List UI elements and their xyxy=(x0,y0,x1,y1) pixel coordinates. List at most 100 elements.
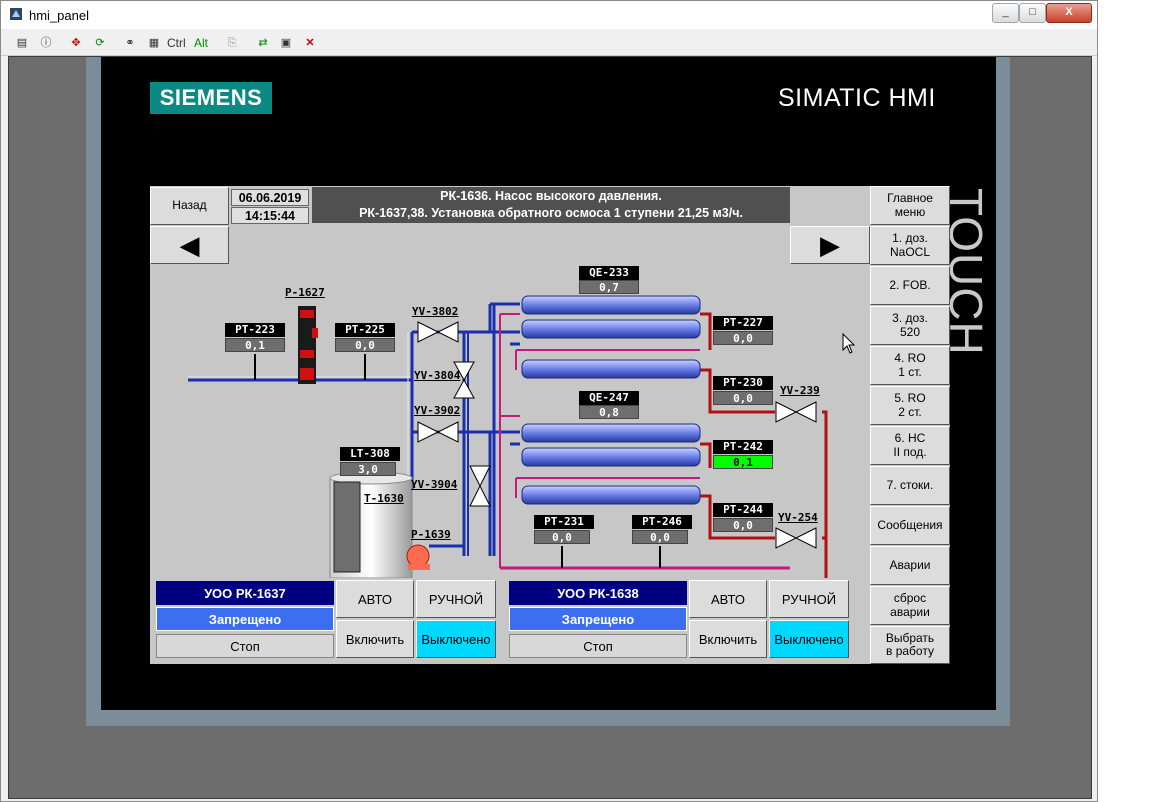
header-line-2: РК-1637,38. Установка обратного осмоса 1… xyxy=(359,206,743,220)
yv254-label: YV-254 xyxy=(778,511,818,524)
unit-1638-state: Запрещено xyxy=(509,607,687,631)
valve-yv239[interactable] xyxy=(775,401,817,423)
pt246-value: 0,0 xyxy=(632,530,688,544)
mouse-cursor-icon xyxy=(842,333,856,354)
prev-screen-button[interactable]: ◀ xyxy=(150,226,229,264)
unit-1637-auto-button[interactable]: АВТО xyxy=(336,580,414,618)
unit-1638-off-button[interactable]: Выключено xyxy=(769,620,849,658)
save-icon[interactable]: ▣ xyxy=(280,37,292,49)
unit-1637-state: Запрещено xyxy=(156,607,334,631)
connect-icon[interactable]: ⚭ xyxy=(125,37,135,49)
pt225-tag: PT-225 xyxy=(335,323,395,337)
window-title: hmi_panel xyxy=(29,8,89,23)
pt231-tag: PT-231 xyxy=(534,515,594,529)
yv3802-label: YV-3802 xyxy=(412,305,459,318)
unit-1637-manual-button[interactable]: РУЧНОЙ xyxy=(416,580,496,618)
p1639-label: P-1639 xyxy=(411,528,451,541)
process-diagram xyxy=(188,295,828,578)
time-display: 14:15:44 xyxy=(231,207,309,224)
toolbar: ▤ ⓘ ✥ ⟳ ⚭ ▦ Ctrl Alt ⎘ ⇄ ▣ ✕ xyxy=(1,31,1097,56)
title-bar: hmi_panel _ □ X xyxy=(1,1,1097,29)
t1630-label: T-1630 xyxy=(364,492,404,505)
date-display: 06.06.2019 xyxy=(231,189,309,206)
menu-naocl-button[interactable]: 1. доз.NaOCL xyxy=(870,226,950,265)
close-button[interactable]: X xyxy=(1046,3,1092,23)
siemens-logo: SIEMENS xyxy=(150,82,272,114)
pt244-value: 0,0 xyxy=(713,518,773,532)
properties-icon[interactable]: ▤ xyxy=(16,37,28,49)
transfer-icon[interactable]: ⇄ xyxy=(258,37,268,49)
unit-1637-off-button[interactable]: Выключено xyxy=(416,620,496,658)
dosing-pump-p1627[interactable] xyxy=(298,306,318,384)
unit-1637-stop-status: Стоп xyxy=(156,634,334,658)
valve-yv3802[interactable] xyxy=(417,321,459,343)
maximize-button[interactable]: □ xyxy=(1019,3,1046,23)
menu-messages-button[interactable]: Сообщения xyxy=(870,506,950,545)
header-line-1: РК-1636. Насос высокого давления. xyxy=(440,189,662,203)
pt227-tag: PT-227 xyxy=(713,316,773,330)
valve-yv3804[interactable] xyxy=(453,361,475,399)
lt308-value: 3,0 xyxy=(340,462,396,476)
refresh-icon[interactable]: ⟳ xyxy=(95,37,105,49)
minimize-button[interactable]: _ xyxy=(992,3,1019,23)
unit-1637-name: УОО РК-1637 xyxy=(156,581,334,605)
unit-1638-manual-button[interactable]: РУЧНОЙ xyxy=(769,580,849,618)
pt227-value: 0,0 xyxy=(713,331,773,345)
pt230-value: 0,0 xyxy=(713,391,773,405)
back-button[interactable]: Назад xyxy=(150,187,229,225)
info-icon[interactable]: ⓘ xyxy=(40,37,52,49)
pt223-value: 0,1 xyxy=(225,338,285,352)
unit-1638-auto-button[interactable]: АВТО xyxy=(689,580,767,618)
unit-1637-on-button[interactable]: Включить xyxy=(336,620,414,658)
menu-fov-button[interactable]: 2. FOB. xyxy=(870,266,950,305)
yv3904-label: YV-3904 xyxy=(411,478,458,491)
tank-t1630 xyxy=(329,471,413,578)
qe247-value: 0,8 xyxy=(579,405,639,419)
pt225-value: 0,0 xyxy=(335,338,395,352)
touch-label: TOUCH xyxy=(940,188,992,356)
pt244-tag: PT-244 xyxy=(713,503,773,517)
stop-icon[interactable]: ✕ xyxy=(305,37,315,49)
qe247-tag: QE-247 xyxy=(579,391,639,405)
pt242-value: 0,1 xyxy=(713,455,773,469)
pt223-tag: PT-223 xyxy=(225,323,285,337)
unit-1638-name: УОО РК-1638 xyxy=(509,581,687,605)
pump-p1639[interactable] xyxy=(406,544,464,570)
unit-1638-on-button[interactable]: Включить xyxy=(689,620,767,658)
alt-key-button[interactable]: Alt xyxy=(194,36,209,50)
unit-1638-stop-status: Стоп xyxy=(509,634,687,658)
hmi-screen: Назад ◀ ▶ 06.06.2019 14:15:44 РК-1636. Н… xyxy=(150,186,950,664)
valve-yv3902[interactable] xyxy=(417,421,459,443)
yv239-label: YV-239 xyxy=(780,384,820,397)
menu-stoki-button[interactable]: 7. стоки. xyxy=(870,466,950,505)
copy-icon[interactable]: ⎘ xyxy=(227,37,237,49)
pt242-tag: PT-242 xyxy=(713,440,773,454)
yv3902-label: YV-3902 xyxy=(414,404,461,417)
menu-doz520-button[interactable]: 3. доз.520 xyxy=(870,306,950,345)
simatic-hmi-label: SIMATIC HMI xyxy=(778,84,936,112)
p1627-label: P-1627 xyxy=(285,286,325,299)
valve-yv254[interactable] xyxy=(775,527,817,549)
next-screen-button[interactable]: ▶ xyxy=(790,226,870,264)
menu-alarms-button[interactable]: Аварии xyxy=(870,546,950,585)
qe233-value: 0,7 xyxy=(579,280,639,294)
valve-yv3904[interactable] xyxy=(469,465,491,507)
pt231-value: 0,0 xyxy=(534,530,590,544)
target-icon[interactable]: ✥ xyxy=(71,37,81,49)
yv3804-label: YV-3804 xyxy=(414,369,461,382)
pt246-tag: PT-246 xyxy=(632,515,692,529)
pt230-tag: PT-230 xyxy=(713,376,773,390)
lt308-tag: LT-308 xyxy=(340,447,400,461)
membrane-modules xyxy=(521,295,701,505)
app-icon xyxy=(10,8,22,20)
qe233-tag: QE-233 xyxy=(579,266,639,280)
ctrl-key-button[interactable]: Ctrl xyxy=(167,36,186,50)
screen-header: РК-1636. Насос высокого давления. РК-163… xyxy=(312,187,790,223)
keyboard-icon[interactable]: ▦ xyxy=(148,37,160,49)
